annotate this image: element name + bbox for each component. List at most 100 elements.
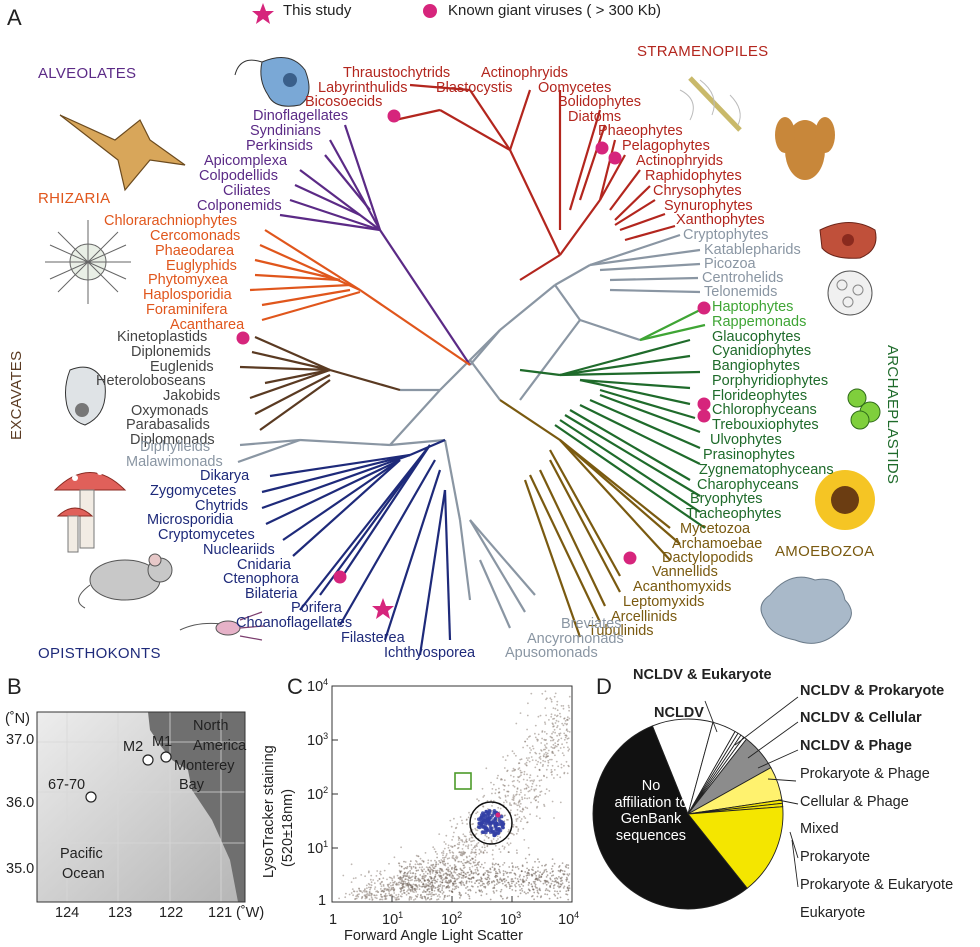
- scatter-point: [464, 851, 467, 854]
- scatter-point: [446, 886, 449, 889]
- scatter-point: [362, 890, 365, 892]
- scatter-point: [481, 846, 484, 849]
- scatter-point: [384, 894, 387, 897]
- scatter-point: [406, 873, 408, 875]
- scatter-point: [439, 896, 441, 898]
- scatter-point: [484, 849, 486, 852]
- scatter-point: [503, 880, 506, 883]
- scatter-point: [567, 704, 570, 707]
- scatter-point: [403, 871, 406, 874]
- scatter-point: [438, 869, 441, 872]
- scatter-point: [534, 796, 536, 799]
- scatter-point: [388, 892, 391, 895]
- scatter-point: [458, 843, 460, 846]
- scatter-point: [493, 884, 496, 887]
- scatter-point: [561, 722, 564, 725]
- scatter-point: [520, 870, 523, 873]
- pie-center-label: No affiliation to GenBank sequences: [602, 778, 700, 845]
- scatter-point: [354, 898, 356, 900]
- scatter-point: [398, 881, 401, 884]
- scatter-point: [528, 889, 531, 892]
- scatter-point: [547, 764, 549, 767]
- scatter-point: [545, 888, 548, 890]
- scatter-point: [351, 888, 354, 890]
- scatter-point: [446, 881, 448, 883]
- scatter-point: [495, 883, 498, 885]
- scatter-point: [358, 889, 361, 892]
- radiolarian-illustration: [45, 220, 131, 304]
- scatter-point: [560, 869, 562, 871]
- scatter-point: [554, 754, 556, 757]
- scatter-point: [538, 756, 541, 759]
- pie-label-prokaryote-phage: Prokaryote & Phage: [800, 766, 930, 782]
- scatter-point: [561, 879, 563, 882]
- scatter-point: [515, 754, 517, 757]
- group-label-alveolates: ALVEOLATES: [38, 65, 137, 82]
- scatter-point: [364, 891, 366, 893]
- scatter-point: [513, 769, 515, 772]
- scatter-point: [368, 870, 370, 873]
- gated-highlight-point: [495, 812, 501, 818]
- scatter-point: [361, 891, 364, 894]
- scatter-point: [544, 707, 547, 709]
- scatter-point: [566, 730, 569, 733]
- scatter-point: [445, 854, 448, 857]
- scatter-y-tick: 103: [307, 731, 329, 749]
- scatter-point: [370, 895, 373, 897]
- scatter-point: [404, 875, 407, 878]
- scatter-point: [565, 878, 568, 881]
- scatter-point: [516, 866, 519, 868]
- scatter-point: [512, 799, 515, 801]
- scatter-x-tick: 102: [441, 910, 463, 928]
- taxon-label: Bolidophytes: [558, 94, 642, 110]
- scatter-y-tick: 102: [307, 785, 329, 803]
- scatter-point: [381, 890, 383, 893]
- scatter-point: [435, 865, 437, 868]
- scatter-point: [560, 763, 563, 766]
- scatter-point: [510, 809, 512, 812]
- scatter-point: [446, 868, 448, 871]
- scatter-point: [549, 872, 552, 874]
- scatter-point: [532, 747, 535, 750]
- scatter-point: [453, 871, 455, 874]
- scatter-point: [534, 766, 537, 769]
- scatter-point: [434, 875, 436, 878]
- scatter-point: [501, 882, 504, 885]
- scatter-point: [526, 797, 529, 800]
- scatter-point: [433, 893, 436, 896]
- scatter-point: [430, 878, 433, 880]
- scatter-point: [400, 882, 403, 884]
- scatter-point: [364, 897, 367, 900]
- scatter-point: [519, 892, 522, 895]
- scatter-point: [418, 888, 421, 891]
- scatter-point: [354, 877, 357, 879]
- scatter-point: [490, 839, 493, 842]
- scatter-point: [389, 894, 392, 897]
- scatter-point: [499, 797, 502, 800]
- taxon-label: Malawimonads: [126, 454, 223, 470]
- scatter-point: [551, 870, 554, 873]
- taxon-label: Jakobids: [163, 388, 221, 404]
- scatter-point: [491, 788, 494, 790]
- taxon-label: Thraustochytrids: [343, 65, 451, 81]
- scatter-point: [474, 818, 477, 820]
- scatter-point: [557, 720, 560, 723]
- scatter-point: [430, 895, 433, 898]
- scatter-point: [515, 722, 518, 725]
- scatter-point: [448, 874, 451, 876]
- scatter-point: [551, 736, 554, 739]
- scatter-point: [446, 877, 449, 880]
- scatter-point: [477, 861, 479, 864]
- scatter-point: [413, 883, 416, 886]
- scatter-point: [551, 773, 553, 776]
- scatter-point: [459, 853, 462, 856]
- scatter-point: [567, 749, 570, 752]
- scatter-point: [554, 722, 557, 724]
- scatter-point: [520, 883, 523, 886]
- taxon-label: Chytrids: [195, 498, 249, 514]
- scatter-point: [400, 888, 402, 891]
- scatter-point: [456, 847, 459, 850]
- scatter-point: [531, 885, 534, 888]
- scatter-point: [549, 697, 552, 700]
- scatter-point: [409, 889, 412, 892]
